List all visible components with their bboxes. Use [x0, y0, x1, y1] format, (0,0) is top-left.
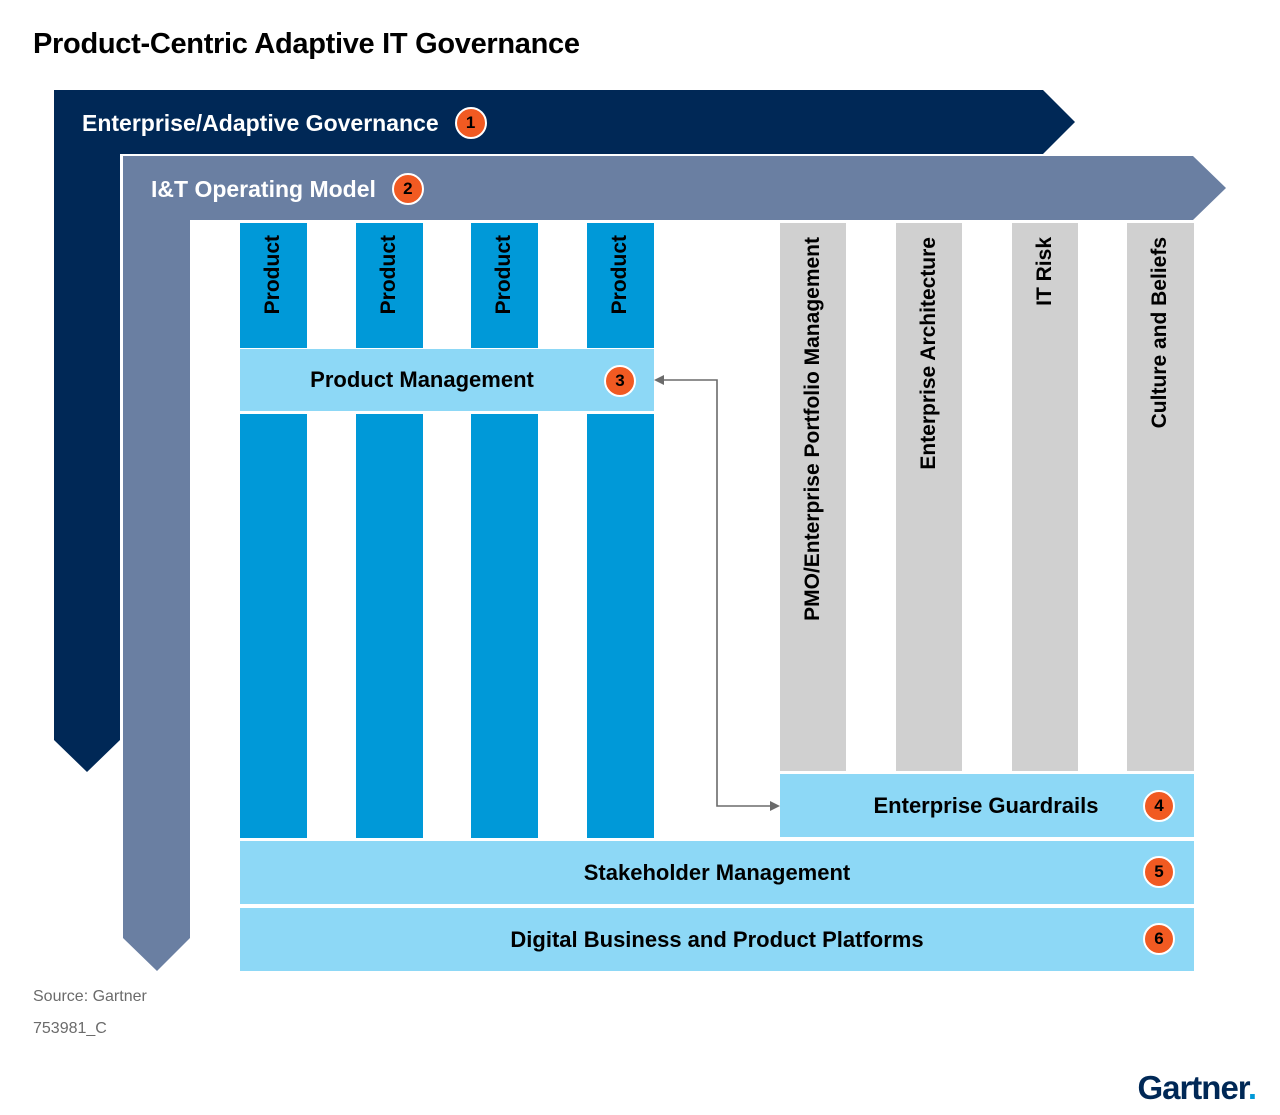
it-risk-label: IT Risk: [1033, 237, 1056, 306]
enterprise-architecture-column: Enterprise Architecture: [896, 223, 962, 771]
step-badge-3: 3: [604, 365, 636, 397]
enterprise-governance-label: Enterprise/Adaptive Governance 1: [82, 105, 487, 141]
step-badge-2: 2: [391, 173, 424, 205]
stakeholder-management-bar: Stakeholder Management: [240, 841, 1194, 904]
product-column-4: Product: [587, 223, 654, 348]
pmo-label: PMO/Enterprise Portfolio Management: [801, 237, 824, 621]
product-column-2-lower: [356, 414, 423, 838]
culture-beliefs-label: Culture and Beliefs: [1148, 237, 1171, 429]
operating-model-label: I&T Operating Model 2: [151, 171, 424, 207]
enterprise-guardrails-label: Enterprise Guardrails: [873, 792, 1099, 818]
platforms-label: Digital Business and Product Platforms: [510, 926, 924, 952]
step-badge-6: 6: [1143, 923, 1175, 955]
enterprise-guardrails-bar: Enterprise Guardrails: [780, 774, 1194, 837]
logo-text: Gartner: [1137, 1069, 1248, 1106]
operating-model-text: I&T Operating Model: [151, 175, 376, 202]
culture-beliefs-column: Culture and Beliefs: [1127, 223, 1194, 771]
source-note: Source: Gartner: [33, 988, 147, 1005]
page-title: Product-Centric Adaptive IT Governance: [33, 28, 580, 60]
product-label: Product: [492, 235, 515, 315]
product-column-1: Product: [240, 223, 307, 348]
product-column-3: Product: [471, 223, 538, 348]
product-column-2: Product: [356, 223, 423, 348]
product-management-label: Product Management: [310, 367, 534, 392]
product-column-3-lower: [471, 414, 538, 838]
product-label: Product: [608, 235, 631, 315]
stakeholder-management-label: Stakeholder Management: [583, 859, 851, 885]
step-badge-5: 5: [1143, 856, 1175, 888]
pmo-column: PMO/Enterprise Portfolio Management: [780, 223, 846, 771]
platforms-bar: Digital Business and Product Platforms: [240, 908, 1194, 971]
figure-code: 753981_C: [33, 1020, 107, 1037]
product-label: Product: [377, 235, 400, 315]
product-column-1-lower: [240, 414, 307, 838]
enterprise-governance-text: Enterprise/Adaptive Governance: [82, 109, 439, 136]
product-column-4-lower: [587, 414, 654, 838]
enterprise-architecture-label: Enterprise Architecture: [917, 237, 940, 470]
product-management-bar: Product Management: [240, 349, 654, 411]
logo-dot: .: [1247, 1069, 1257, 1106]
step-badge-4: 4: [1143, 790, 1175, 822]
product-label: Product: [261, 235, 284, 315]
step-badge-1: 1: [454, 107, 487, 139]
gartner-logo: Gartner.: [1137, 1069, 1257, 1107]
it-risk-column: IT Risk: [1012, 223, 1078, 771]
